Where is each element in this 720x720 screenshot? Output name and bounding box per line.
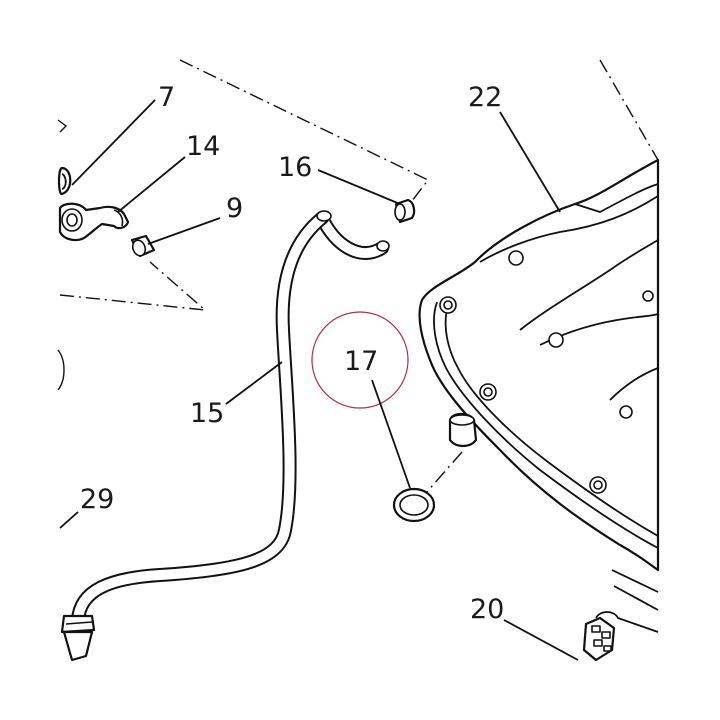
part-7-o-ring [57, 166, 72, 196]
left-edge-fragment [57, 119, 68, 391]
part-15-breather-hose [60, 210, 390, 662]
part-22-housing [418, 158, 660, 633]
callout-labels: 7 14 9 16 22 17 15 29 20 [80, 82, 504, 625]
callout-17-highlight-circle [311, 311, 409, 409]
leader-17 [371, 379, 411, 489]
leader-29 [59, 511, 79, 529]
part-17-o-ring [392, 487, 436, 523]
callout-17: 17 [344, 346, 378, 377]
leader-22 [499, 111, 561, 213]
callout-16: 16 [278, 152, 312, 183]
leader-20 [503, 619, 579, 661]
callout-29: 29 [80, 484, 114, 515]
leader-9 [147, 217, 221, 245]
callout-22: 22 [468, 82, 502, 113]
callout-7: 7 [158, 82, 175, 113]
part-9-collar [130, 234, 156, 258]
part-14-elbow-fitting [58, 202, 130, 242]
leader-lines [59, 99, 579, 661]
part-16-end-cap [394, 198, 416, 224]
leader-15 [225, 361, 283, 405]
leader-16 [317, 169, 401, 205]
callout-20: 20 [470, 594, 504, 625]
callout-9: 9 [226, 193, 243, 224]
callout-15: 15 [190, 398, 224, 429]
leader-14 [117, 156, 186, 213]
leader-7 [71, 99, 156, 186]
callout-14: 14 [186, 131, 220, 162]
part-20-connector [582, 616, 616, 662]
